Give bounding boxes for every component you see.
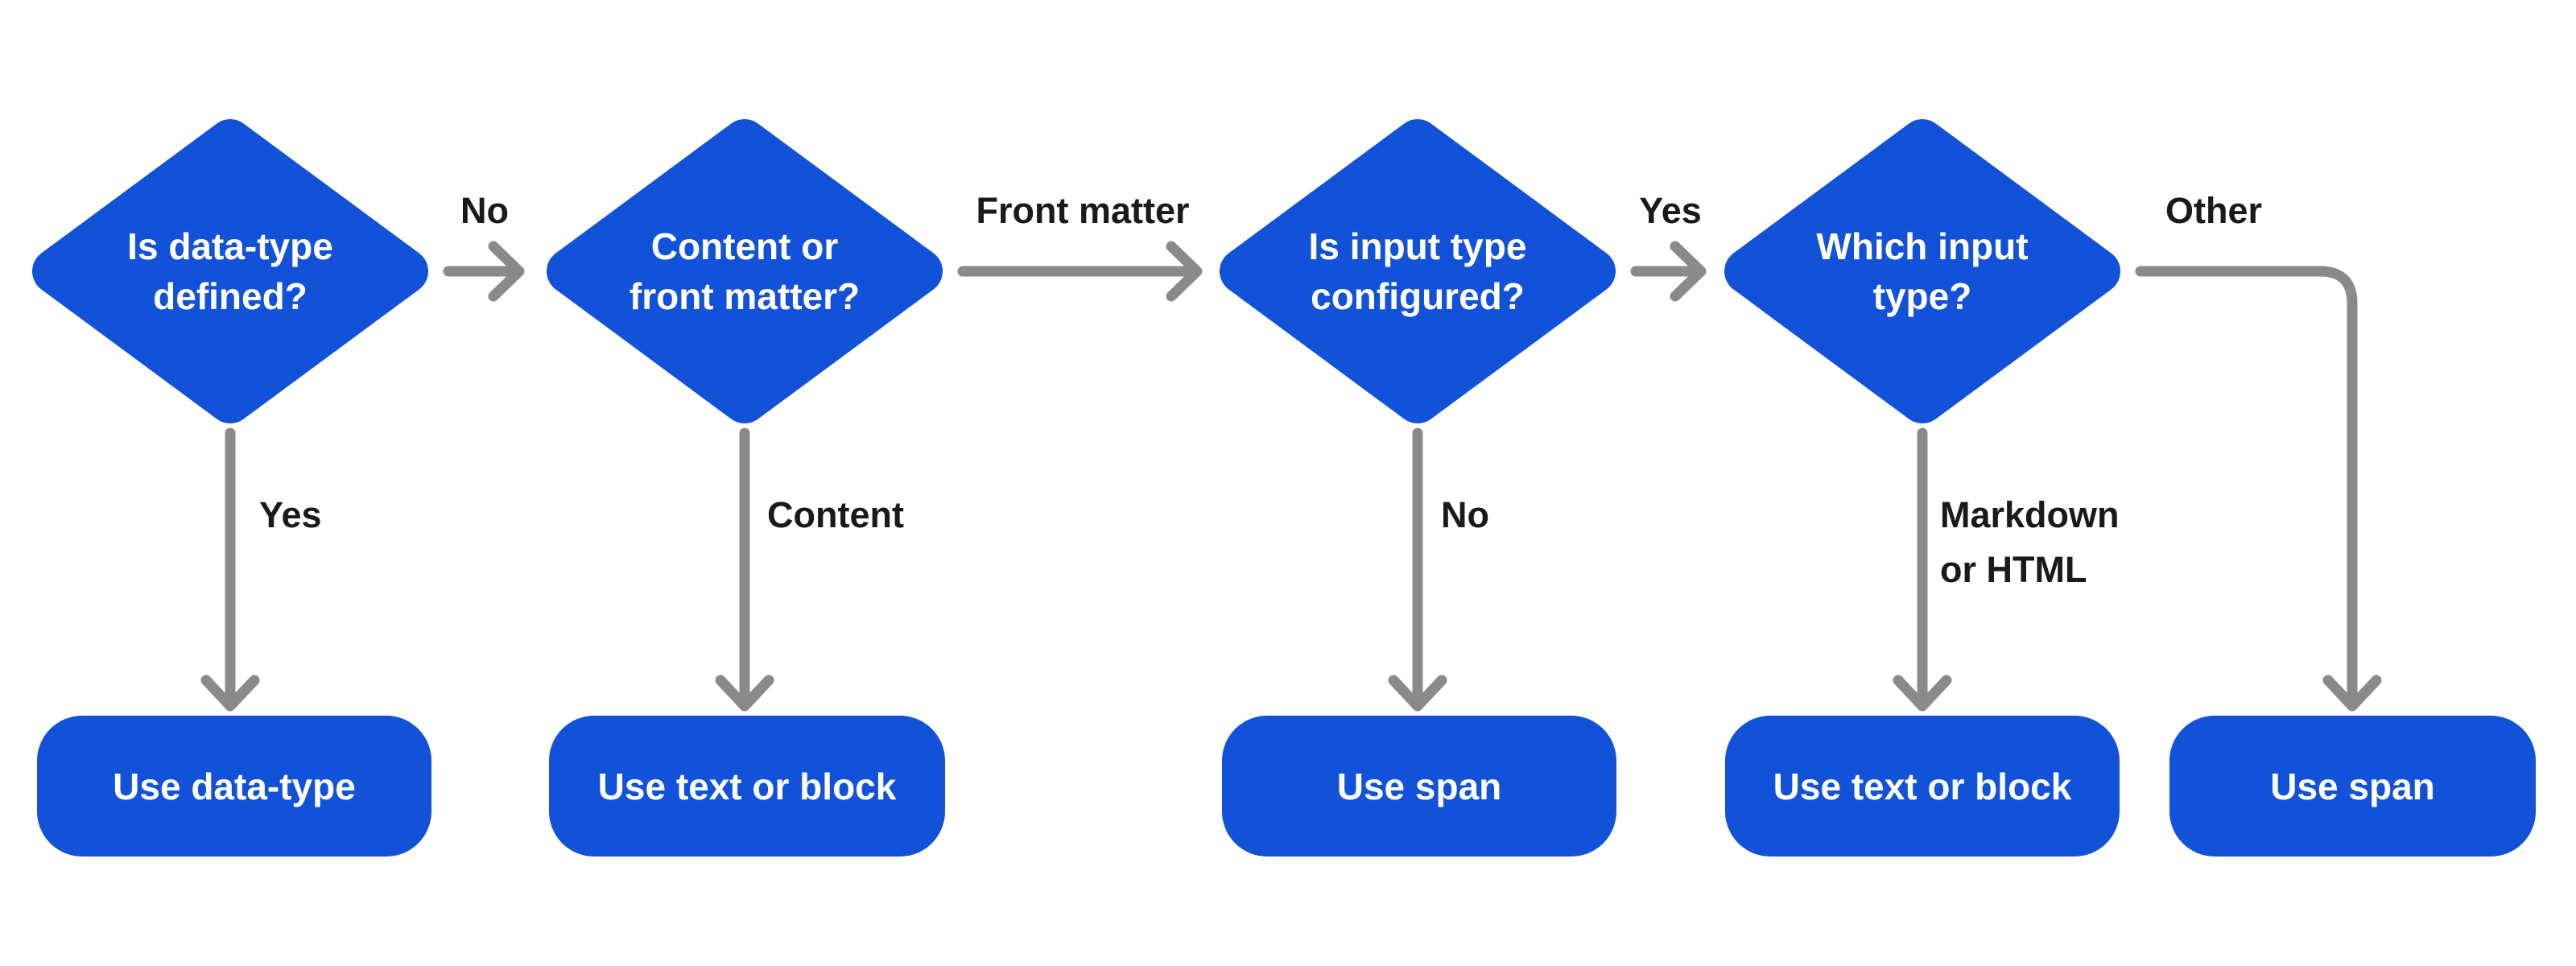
result-node-use-text-or-block-1: Use text or block [549,716,945,857]
decision-label-d2: Content or front matter? [568,221,922,321]
result-node-use-span-1: Use span [1222,716,1616,857]
branch-label-markdown-line2: or HTML [1940,549,2087,590]
decision-label-d3-line1: Is input type [1308,225,1527,267]
result-node-use-span-2: Use span [2169,716,2536,857]
branch-label-markdown-or-html: Markdown or HTML [1940,488,2120,597]
arrow-d1-to-r1 [200,427,260,712]
arrow-d4-to-r5 [2135,266,2382,712]
arrow-d1-to-d2 [443,241,525,302]
branch-label-no-side: No [1441,494,1489,535]
branch-label-yes-side: Yes [259,494,322,535]
decision-label-d4: Which input type? [1745,221,2099,321]
decision-label-d2-line2: front matter? [629,275,861,317]
decision-label-d4-line1: Which input [1816,225,2029,267]
arrow-d2-to-d3 [957,241,1203,302]
result-node-use-data-type: Use data-type [37,716,431,857]
branch-label-yes-top: Yes [1639,190,1702,231]
branch-label-content: Content [767,494,904,535]
decision-label-d2-line1: Content or [650,225,839,267]
arrow-d2-to-r2 [715,427,774,712]
decision-diamond-2 [547,119,943,423]
decision-label-d1-line1: Is data-type [127,225,333,267]
arrow-d3-to-d4 [1630,241,1707,302]
branch-label-other: Other [2165,190,2263,231]
decision-label-d1-line2: defined? [153,275,308,317]
decision-label-d4-line2: type? [1872,275,1972,317]
decision-label-d3: Is input type configured? [1241,221,1595,321]
branch-label-no-top: No [460,190,509,231]
result-node-use-text-or-block-2: Use text or block [1725,716,2120,857]
decision-diamond-1 [32,119,428,423]
decision-diamond-4 [1724,119,2120,423]
decision-label-d1: Is data-type defined? [53,221,407,321]
arrow-d3-to-r3 [1388,427,1447,712]
decision-label-d3-line2: configured? [1311,275,1525,317]
arrow-d4-to-r4 [1893,427,1952,712]
branch-label-markdown-line1: Markdown [1940,494,2120,535]
decision-diamond-3 [1220,119,1616,423]
branch-label-front-matter: Front matter [976,190,1190,231]
